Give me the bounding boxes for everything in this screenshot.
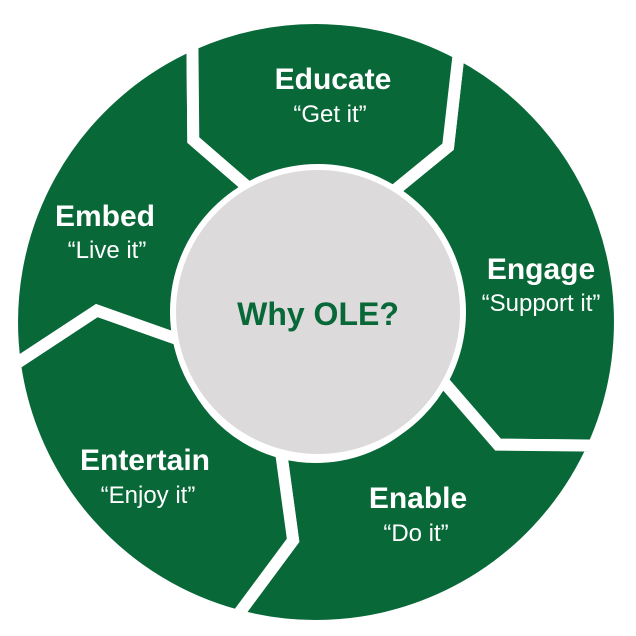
- segment-subtitle-enable: “Do it”: [383, 520, 448, 547]
- segment-subtitle-entertain: “Enjoy it”: [101, 482, 196, 509]
- center-label: Why OLE?: [237, 296, 399, 332]
- segment-title-enable: Enable: [369, 482, 467, 515]
- center-circle: [170, 164, 466, 460]
- cycle-segments: [6, 12, 626, 632]
- segment-title-educate: Educate: [275, 63, 392, 96]
- segment-title-entertain: Entertain: [80, 444, 210, 477]
- segment-subtitle-engage: “Support it”: [482, 290, 601, 317]
- segment-title-engage: Engage: [487, 253, 595, 286]
- segment-title-embed: Embed: [55, 200, 155, 233]
- segment-subtitle-embed: “Live it”: [68, 237, 147, 264]
- segment-subtitle-educate: “Get it”: [293, 101, 366, 128]
